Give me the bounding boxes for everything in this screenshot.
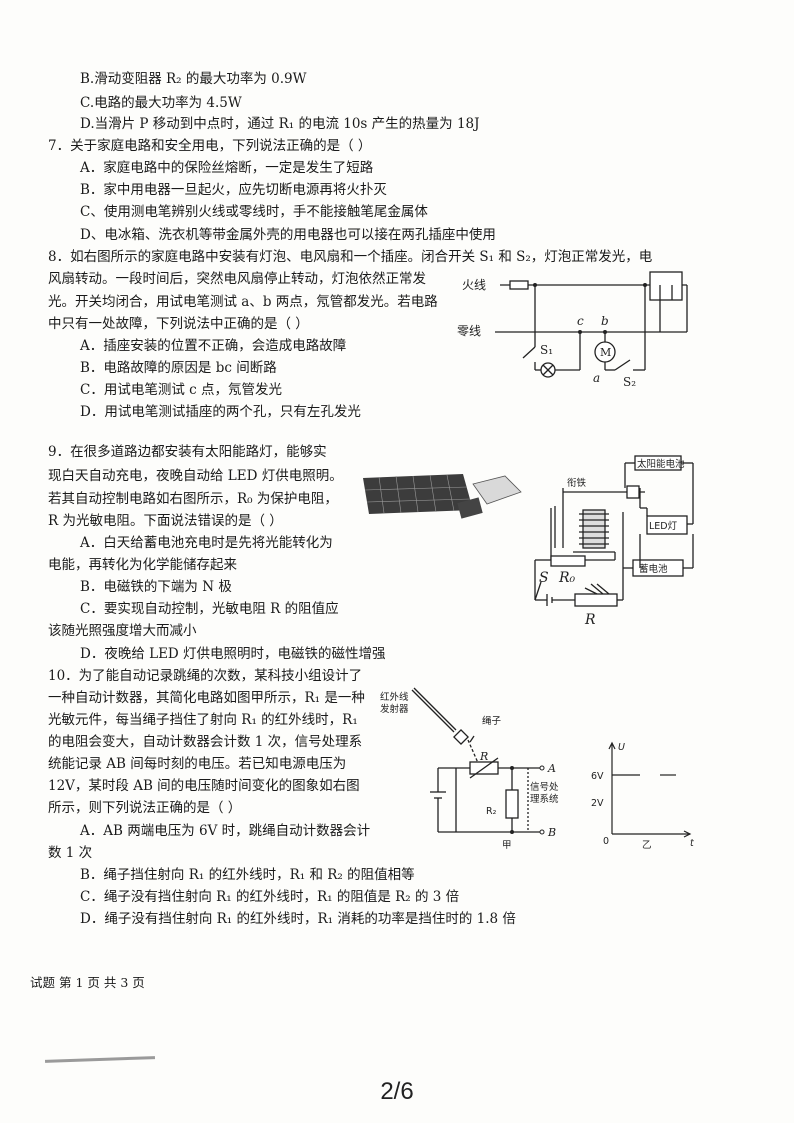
storage-battery-label: 蓄电池 [639,563,668,575]
q9-option-a-2: 电能，再转化为化学能储存起来 [48,557,237,573]
photoresistor-r-label: R [584,612,596,628]
scan-artifact-line [44,1056,156,1063]
signal-system-label-2: 理系统 [530,793,559,805]
signal-system-label-1: 信号处 [530,781,559,793]
q10-line-4: 的电阻会变大，自动计数器会计数 1 次，信号处理系 [48,734,363,750]
ir-emitter-label-1: 红外线 [380,691,409,703]
q8-option-c: C．用试电笔测试 c 点，氖管发光 [80,382,282,398]
terminal-b-label: B [547,826,556,839]
q6-option-c: C.电路的最大功率为 4.5W [80,95,242,111]
q10-option-a-1: A．AB 两端电压为 6V 时，跳绳自动计数器会计 [80,823,371,839]
q9-control-circuit-figure: 太阳能电池 LED灯 蓄电池 衔铁 S R₀ R [534,455,694,628]
q9-option-d: D．夜晚给 LED 灯供电照明时，电磁铁的磁性增强 [80,646,386,662]
solar-street-light-photo [363,474,522,519]
q10-voltage-time-graph-yi: 6V 2V 0 U t 乙 [591,741,695,850]
r1-label: R [479,750,488,763]
q10-option-b: B．绳子挡住射向 R₁ 的红外线时，R₁ 和 R₂ 的阻值相等 [80,867,415,883]
figure-jia-caption: 甲 [502,840,512,851]
q10-line-5: 统能记录 AB 间每时刻的电压。若已知电源电压为 [48,756,347,772]
solar-cell-label: 太阳能电池 [637,458,685,470]
q9-line-3: 若其自动控制电路如右图所示，R₀ 为保护电阻， [48,491,338,507]
q6-option-b: B.滑动变阻器 R₂ 的最大功率为 0.9W [80,71,307,87]
q9-option-b: B．电磁铁的下端为 N 极 [80,579,232,595]
q10-option-a-2: 数 1 次 [48,845,93,861]
q7-option-a: A．家庭电路中的保险丝熔断，一定是发生了短路 [80,160,374,176]
switch-s2-label: S₂ [623,375,636,389]
q6-option-d: D.当滑片 P 移动到中点时，通过 R₁ 的电流 10s 产生的热量为 18J [80,116,480,132]
q9-line-4: R 为光敏电阻。下面说法错误的是（ ） [48,513,283,529]
q8-household-circuit-figure: 火线 零线 c b a S₁ S₂ M [457,271,688,389]
q8-line-1: 8．如右图所示的家庭电路中安装有灯泡、电风扇和一个插座。闭合开关 S₁ 和 S₂… [48,249,653,265]
terminal-a-label: A [547,762,556,775]
switch-s1-label: S₁ [540,343,553,357]
q8-option-b: B．电路故障的原因是 bc 间断路 [80,360,277,376]
q10-circuit-figure-jia: 红外线 发射器 绳子 R₂ 信号处 理系统 甲 R A B [380,687,559,851]
resistor-r0-label: R₀ [558,570,576,586]
rope-label: 绳子 [482,715,502,727]
axis-t-label: t [690,838,695,849]
armature-label: 衔铁 [567,477,587,489]
q7-stem: 7．关于家庭电路和安全用电，下列说法正确的是（ ） [48,138,372,154]
led-lamp-label: LED灯 [649,521,678,532]
page-footer: 试题 第 1 页 共 3 页 [30,975,145,990]
q8-option-d: D．用试电笔测试插座的两个孔，只有左孔发光 [80,404,361,420]
q9-option-a-1: A．白天给蓄电池充电时是先将光能转化为 [80,535,333,551]
page-number: 2/6 [380,1078,414,1105]
point-c-label: c [577,314,584,328]
q8-line-3: 光。开关均闭合，用试电笔测试 a、b 两点，氖管都发光。若电路 [48,294,438,310]
axis-origin-label: 0 [603,836,609,847]
q10-option-c: C．绳子没有挡住射向 R₁ 的红外线时，R₁ 的阻值是 R₂ 的 3 倍 [80,889,460,905]
q10-line-6: 12V，某时段 AB 间的电压随时间变化的图象如右图 [48,778,360,794]
live-wire-label: 火线 [462,278,486,292]
point-b-label: b [601,314,609,328]
q9-line-1: 9．在很多道路边都安装有太阳能路灯，能够实 [48,444,327,460]
q7-option-d: D、电冰箱、洗衣机等带金属外壳的用电器也可以接在两孔插座中使用 [80,227,496,243]
q7-option-b: B．家中用电器一旦起火，应先切断电源再将火扑灭 [80,182,387,198]
motor-label: M [600,346,611,359]
q10-line-7: 所示，则下列说法正确的是（ ） [48,800,242,816]
q9-line-2: 现白天自动充电，夜晚自动给 LED 灯供电照明。 [48,468,343,484]
q8-line-2: 风扇转动。一段时间后，突然电风扇停止转动，灯泡依然正常发 [48,271,426,287]
q8-line-4: 中只有一处故障，下列说法中正确的是（ ） [48,316,309,332]
axis-6v-label: 6V [591,771,604,782]
axis-2v-label: 2V [591,798,604,809]
q10-option-d: D．绳子没有挡住射向 R₁ 的红外线时，R₁ 消耗的功率是挡住时的 1.8 倍 [80,911,516,927]
point-a-label: a [593,371,600,385]
q8-option-a: A．插座安装的位置不正确，会造成电路故障 [80,338,347,354]
switch-s-label: S [539,570,549,586]
ir-emitter-label-2: 发射器 [380,703,409,715]
q7-option-c: C、使用测电笔辨别火线或零线时，手不能接触笔尾金属体 [80,204,428,220]
axis-u-label: U [618,742,625,753]
q10-line-2: 一种自动计数器，其简化电路如图甲所示，R₁ 是一种 [48,690,365,706]
r2-label: R₂ [486,806,497,817]
neutral-wire-label: 零线 [457,324,481,338]
figure-yi-caption: 乙 [642,840,652,850]
q10-line-1: 10．为了能自动记录跳绳的次数，某科技小组设计了 [48,668,363,684]
q9-option-c-1: C．要实现自动控制，光敏电阻 R 的阻值应 [80,601,339,617]
q10-line-3: 光敏元件，每当绳子挡住了射向 R₁ 的红外线时，R₁ [48,712,358,728]
q9-option-c-2: 该随光照强度增大而减小 [48,623,197,639]
